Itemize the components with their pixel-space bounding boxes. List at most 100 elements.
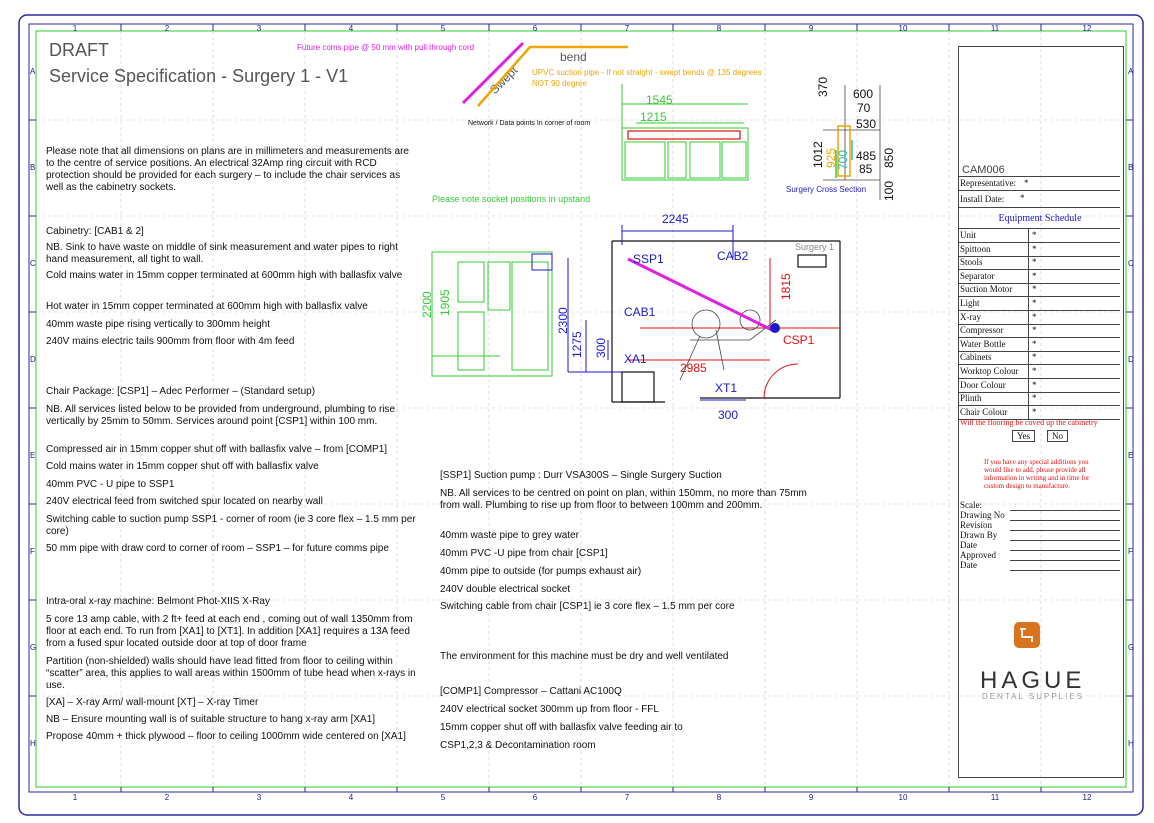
schedule-divider (1028, 229, 1029, 242)
compressor-item: 240V electrical socket 300mm up from flo… (440, 704, 659, 715)
rep-value: * (1024, 178, 1029, 188)
field-underline (1010, 530, 1120, 531)
csp1-label: CSP1 (783, 333, 815, 347)
ruler-bottom-label: 4 (348, 793, 354, 802)
schedule-divider (1028, 324, 1029, 338)
drawing-field-label: Drawn By (960, 530, 998, 540)
yes-box[interactable]: Yes (1012, 430, 1036, 442)
drawing-field-label: Revision (960, 520, 993, 530)
schedule-value: * (1032, 257, 1037, 268)
logo-name: HAGUE (980, 667, 1086, 694)
schedule-value: * (1032, 230, 1037, 240)
drawing-field[interactable]: Date (958, 560, 1120, 571)
schedule-item: Light (960, 298, 980, 308)
ruler-bottom-label: 9 (808, 793, 814, 802)
dim-label: 1545 (646, 93, 673, 107)
special-note: If you have any special additions you wo… (984, 458, 1090, 490)
no-box[interactable]: No (1047, 430, 1068, 442)
drawing-field[interactable]: Date (958, 540, 1120, 551)
flooring-question: Will the flooring be coved up the cabine… (960, 418, 1098, 427)
schedule-value: * (1032, 284, 1037, 295)
ruler-left-label: E (30, 451, 36, 460)
drawing-field[interactable]: Scale: (958, 500, 1120, 511)
schedule-value: * (1032, 338, 1037, 349)
suction-heading: [SSP1] Suction pump : Durr VSA300S – Sin… (440, 470, 722, 481)
chair-item: 40mm PVC - U pipe to SSP1 (46, 479, 175, 490)
ruler-right-label: H (1128, 739, 1134, 748)
schedule-row: Cabinets* (958, 351, 1120, 366)
schedule-row: Spittoon* (958, 242, 1120, 257)
schedule-row: Stools* (958, 256, 1120, 271)
ruler-top-label: 10 (898, 24, 908, 33)
comms-pipe-note: Future coms pipe @ 50 mm with pull throu… (297, 43, 475, 52)
ruler-top-label: 11 (990, 24, 1000, 33)
schedule-item: Plinth (960, 393, 982, 404)
schedule-row: Light * (958, 297, 1120, 311)
ruler-top-label: 12 (1082, 24, 1092, 33)
ruler-left-label: G (30, 643, 37, 652)
drawing-field[interactable]: Drawn By (958, 530, 1120, 541)
schedule-row: Unit * (958, 229, 1120, 243)
schedule-value: * (1032, 406, 1037, 417)
dim-label: 1275 (570, 331, 584, 358)
schedule-row: Plinth* (958, 392, 1120, 407)
schedule-divider (1028, 337, 1029, 351)
schedule-divider (1028, 351, 1029, 365)
field-underline (1010, 570, 1120, 571)
xray-heading: Intra-oral x-ray machine: Belmont Phot-X… (46, 596, 270, 607)
cabinetry-item: Cold mains water in 15mm copper terminat… (46, 270, 403, 281)
ruler-top-label: 7 (624, 24, 630, 33)
install-value: * (1020, 193, 1025, 203)
cabinetry-item: 240V mains electric tails 900mm from flo… (46, 336, 295, 347)
csp1-marker (770, 323, 780, 333)
ruler-left-label: F (30, 547, 35, 556)
dim-label: 530 (856, 117, 877, 131)
ruler-top-label: 9 (808, 24, 814, 33)
ruler-left-label: C (30, 259, 36, 268)
dim-label: 85 (859, 162, 873, 176)
ruler-top-label: 4 (348, 24, 354, 33)
schedule-item: Separator (960, 270, 995, 281)
schedule-item: Door Colour (960, 379, 1006, 390)
compressor-item: CSP1,2,3 & Decontamination room (440, 740, 596, 751)
drawing-field-label: Scale: (960, 500, 982, 510)
schedule-divider (1028, 297, 1029, 310)
schedule-item: Cabinets (960, 352, 992, 363)
drawing-field[interactable]: Approved (958, 550, 1120, 561)
schedule-row: X-ray* (958, 310, 1120, 325)
schedule-value: * (1032, 298, 1037, 308)
dim-label: 600 (853, 87, 874, 101)
schedule-divider (1028, 365, 1029, 378)
hague-logo-icon (1014, 622, 1040, 648)
ruler-bottom-label: 1 (72, 793, 78, 802)
drawing-field[interactable]: Revision (958, 520, 1120, 531)
ruler-left-label: A (30, 67, 36, 76)
schedule-item: Spittoon (960, 243, 991, 254)
schedule-divider (1028, 242, 1029, 256)
ruler-right-label: F (1128, 547, 1133, 556)
ruler-left-label: D (30, 355, 36, 364)
drawing-field[interactable]: Drawing No (958, 510, 1120, 521)
dim-label: 700 (836, 149, 850, 170)
ruler-bottom-label: 8 (716, 793, 722, 802)
dim-label: 1905 (438, 289, 452, 316)
cabinetry-item: Hot water in 15mm copper terminated at 6… (46, 301, 368, 312)
suction-item: Switching cable from chair [CSP1] ie 3 c… (440, 601, 735, 612)
cabinetry-item: NB. Sink to have waste on middle of sink… (46, 242, 398, 265)
compressor-heading: [COMP1] Compressor – Cattani AC100Q (440, 686, 622, 697)
drawing-field-label: Date (960, 560, 977, 570)
xray-item: NB – Ensure mounting wall is of suitable… (46, 714, 376, 725)
ruler-bottom-label: 5 (440, 793, 446, 802)
schedule-item: Unit (960, 230, 977, 240)
dim-label: 2300 (556, 307, 570, 334)
field-underline (1010, 510, 1120, 511)
title-block (958, 46, 1124, 778)
intro-note: Please note that all dimensions on plans… (46, 146, 409, 193)
cabinetry-heading: Cabinetry: [CAB1 & 2] (46, 226, 144, 237)
xray-item: Partition (non-shielded) walls should ha… (46, 656, 416, 691)
schedule-item: Chair Colour (960, 406, 1008, 417)
xa1-label: XA1 (624, 352, 647, 366)
chair-item: Switching cable to suction pump SSP1 - c… (46, 514, 416, 537)
install-label: Install Date: (960, 194, 1005, 204)
ruler-top-label: 3 (256, 24, 262, 33)
